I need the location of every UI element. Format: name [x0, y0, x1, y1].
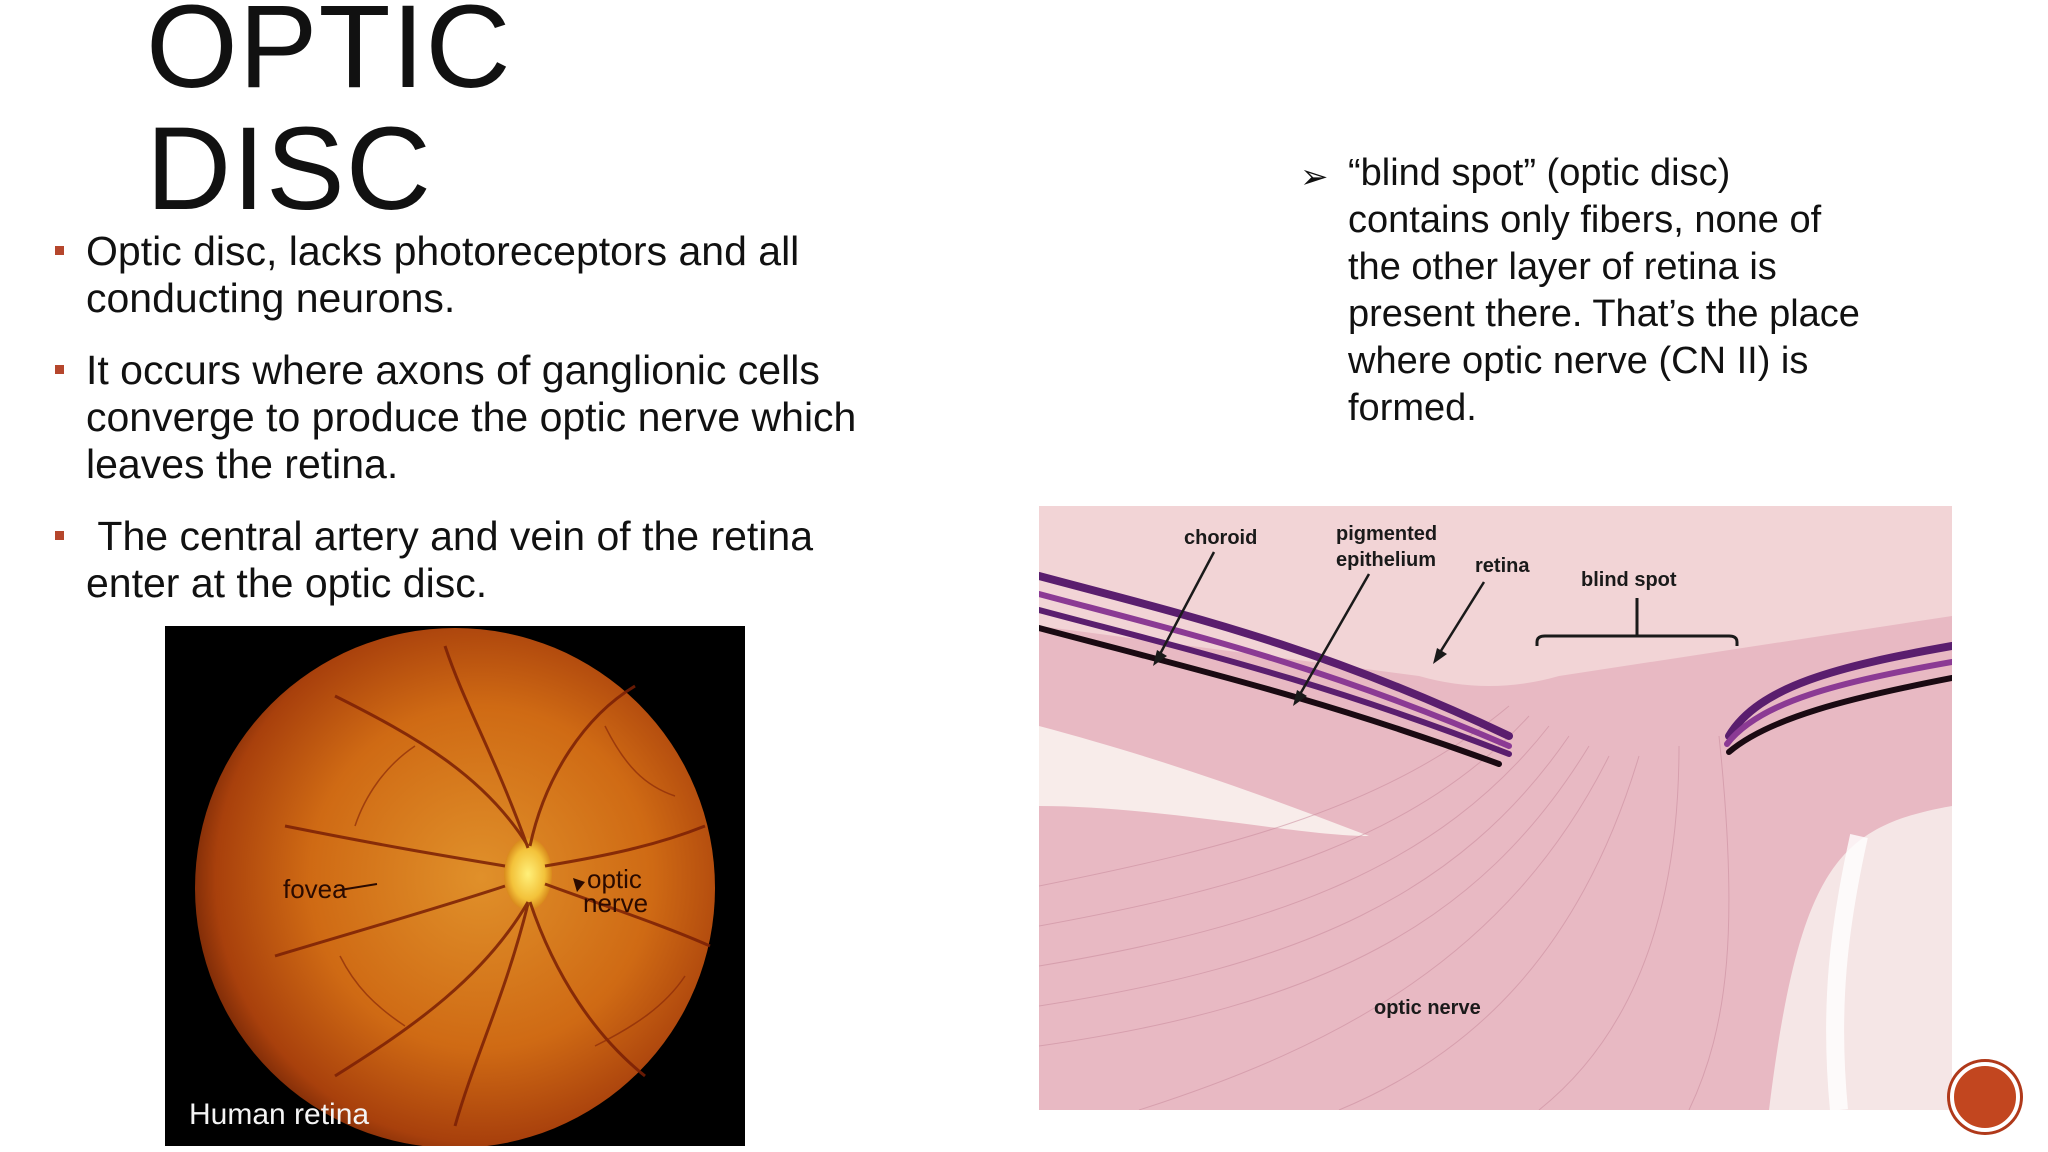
blind-spot-note-text: “blind spot” (optic disc) contains only … — [1348, 152, 1860, 429]
blind-spot-label: blind spot — [1581, 569, 1677, 591]
fovea-label: fovea — [283, 874, 347, 904]
bullet-item: Optic disc, lacks photoreceptors and all… — [52, 228, 872, 322]
arrowhead-icon — [1433, 648, 1447, 664]
histology-image: choroid pigmented epithelium retina blin… — [1039, 506, 1952, 1110]
arrow-bullet-icon: ➢ — [1300, 158, 1329, 196]
square-bullet-icon — [55, 531, 64, 540]
fundus-caption: Human retina — [189, 1098, 369, 1131]
pigmented-label: pigmented — [1336, 523, 1437, 545]
bullet-text: Optic disc, lacks photoreceptors and all… — [86, 228, 800, 321]
arrow-icon — [573, 878, 585, 892]
bullet-text: It occurs where axons of ganglionic cell… — [86, 347, 857, 487]
epithelium-label: epithelium — [1336, 549, 1436, 571]
retina-disc — [195, 628, 715, 1146]
bullet-list: Optic disc, lacks photoreceptors and all… — [52, 228, 872, 632]
square-bullet-icon — [55, 365, 64, 374]
retina-label: retina — [1475, 555, 1530, 577]
blind-spot-note: ➢ “blind spot” (optic disc) contains onl… — [1300, 150, 1860, 432]
optic-disc-spot — [504, 838, 552, 910]
arrowhead-icon — [1153, 650, 1167, 666]
optic-nerve-label: optic nerve — [1374, 997, 1481, 1019]
arrowhead-icon — [1293, 690, 1307, 706]
choroid-label: choroid — [1184, 527, 1257, 549]
bullet-text: The central artery and vein of the retin… — [86, 513, 825, 606]
nerve-label: nerve — [583, 888, 648, 918]
fundus-illustration: fovea optic nerve Human retina — [165, 626, 745, 1146]
next-slide-button[interactable] — [1950, 1062, 2020, 1132]
slide-title: OPTIC DISC — [146, 0, 512, 235]
bullet-item: It occurs where axons of ganglionic cell… — [52, 347, 872, 488]
optic-label: optic — [587, 864, 642, 894]
histology-illustration: choroid pigmented epithelium retina blin… — [1039, 506, 1952, 1110]
bullet-item: The central artery and vein of the retin… — [52, 513, 872, 607]
fundus-image: fovea optic nerve Human retina — [165, 626, 745, 1146]
square-bullet-icon — [55, 246, 64, 255]
